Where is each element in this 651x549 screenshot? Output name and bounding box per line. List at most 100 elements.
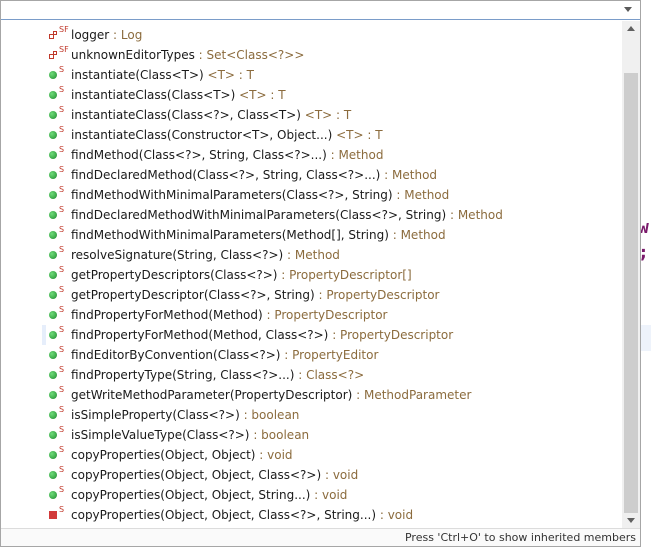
- public-static-method-icon: [49, 251, 57, 259]
- member-type: : void: [321, 468, 358, 482]
- member-signature: findDeclaredMethod(Class<?>, String, Cla…: [71, 168, 381, 182]
- type-value: Log: [120, 28, 143, 42]
- type-value: void: [322, 488, 348, 502]
- modifier-overlay: S: [59, 245, 65, 254]
- modifier-overlay: S: [59, 65, 65, 74]
- member-type: : Class<?>: [294, 368, 364, 382]
- type-value: PropertyDescriptor: [340, 328, 454, 342]
- modifier-overlay: S: [59, 285, 65, 294]
- public-static-method-icon: [49, 291, 57, 299]
- member-signature: isSimpleProperty(Class<?>): [71, 408, 240, 422]
- modifier-overlay: S: [59, 365, 65, 374]
- filter-input[interactable]: [3, 2, 615, 18]
- type-separator: :: [255, 448, 268, 462]
- member-type: : Method: [327, 148, 384, 162]
- member-type: : MethodParameter: [352, 388, 471, 402]
- type-value: <T> : T: [336, 128, 383, 142]
- public-static-method-icon: [49, 331, 57, 339]
- vertical-scrollbar[interactable]: [622, 21, 640, 528]
- member-type: : boolean: [249, 428, 310, 442]
- type-value: PropertyDescriptor: [326, 288, 440, 302]
- modifier-overlay: S: [59, 325, 65, 334]
- type-separator: :: [446, 208, 458, 222]
- member-type: : Set<Class<?>>: [195, 48, 305, 62]
- modifier-overlay: SF: [59, 25, 69, 34]
- static-final-field-icon: [49, 31, 57, 39]
- member-signature: copyProperties(Object, Object, Class<?>,…: [71, 508, 377, 522]
- member-signature: copyProperties(Object, Object): [71, 448, 256, 462]
- member-signature: resolveSignature(String, Class<?>): [71, 248, 284, 262]
- member-signature: getWriteMethodParameter(PropertyDescript…: [71, 388, 353, 402]
- member-type: : void: [376, 508, 413, 522]
- member-type: : boolean: [240, 408, 300, 422]
- type-value: Class<?>: [306, 368, 365, 382]
- type-separator: :: [294, 368, 307, 382]
- public-static-method-icon: [49, 311, 57, 319]
- chevron-down-icon: [624, 7, 632, 12]
- modifier-overlay: S: [59, 425, 65, 434]
- editor-background-code: ;: [638, 242, 649, 263]
- type-separator: :: [388, 228, 401, 242]
- type-separator: :: [392, 188, 405, 202]
- type-separator: :: [283, 248, 295, 262]
- type-value: Method: [404, 188, 450, 202]
- public-static-method-icon: [49, 391, 57, 399]
- member-type: : PropertyEditor: [280, 348, 378, 362]
- editor-current-line-highlight: [641, 325, 651, 351]
- modifier-overlay: S: [59, 465, 65, 474]
- public-static-method-icon: [49, 371, 57, 379]
- type-separator: :: [326, 148, 339, 162]
- type-value: void: [387, 508, 414, 522]
- member-signature: findEditorByConvention(Class<?>): [71, 348, 281, 362]
- type-separator: :: [321, 468, 333, 482]
- public-static-method-icon: [49, 211, 57, 219]
- scroll-down-button[interactable]: [622, 514, 640, 528]
- member-type: <T> : T: [204, 68, 254, 82]
- type-value: Method: [338, 148, 384, 162]
- public-static-method-icon: [49, 111, 57, 119]
- public-static-method-icon: [49, 431, 57, 439]
- member-type: : Method: [392, 188, 450, 202]
- member-signature: instantiate(Class<T>): [71, 68, 204, 82]
- type-value: <T> : T: [304, 108, 352, 122]
- arrow-up-icon: [627, 26, 635, 31]
- type-value: Method: [294, 248, 340, 262]
- type-separator: :: [109, 28, 121, 42]
- type-separator: :: [249, 428, 262, 442]
- type-separator: :: [380, 168, 393, 182]
- public-static-method-icon: [49, 471, 57, 479]
- type-value: <T> : T: [207, 68, 254, 82]
- scroll-up-button[interactable]: [622, 21, 640, 35]
- type-value: boolean: [261, 428, 310, 442]
- type-separator: :: [280, 348, 293, 362]
- type-value: PropertyDescriptor: [274, 308, 388, 322]
- member-signature: instantiateClass(Class<T>): [71, 88, 236, 102]
- public-static-method-icon: [49, 131, 57, 139]
- modifier-overlay: SF: [59, 45, 69, 54]
- public-static-method-icon: [49, 491, 57, 499]
- type-value: Set<Class<?>>: [206, 48, 305, 62]
- modifier-overlay: S: [59, 385, 65, 394]
- type-separator: :: [352, 388, 364, 402]
- modifier-overlay: S: [59, 445, 65, 454]
- type-value: void: [267, 448, 293, 462]
- modifier-overlay: S: [59, 265, 65, 274]
- modifier-overlay: S: [59, 85, 65, 94]
- member-type: : PropertyDescriptor: [263, 308, 388, 322]
- type-separator: :: [376, 508, 388, 522]
- modifier-overlay: S: [59, 305, 65, 314]
- member-type: : Log: [109, 28, 142, 42]
- scrollbar-thumb[interactable]: [624, 73, 638, 513]
- type-value: Method: [457, 208, 503, 222]
- type-separator: :: [277, 268, 290, 282]
- view-menu-button[interactable]: [621, 3, 635, 17]
- modifier-overlay: S: [59, 145, 65, 154]
- member-signature: instantiateClass(Constructor<T>, Object.…: [71, 128, 333, 142]
- type-separator: :: [239, 408, 252, 422]
- public-static-method-icon: [49, 171, 57, 179]
- public-static-method-icon: [49, 151, 57, 159]
- member-type: : void: [310, 488, 347, 502]
- member-signature: getPropertyDescriptors(Class<?>): [71, 268, 278, 282]
- type-value: void: [332, 468, 359, 482]
